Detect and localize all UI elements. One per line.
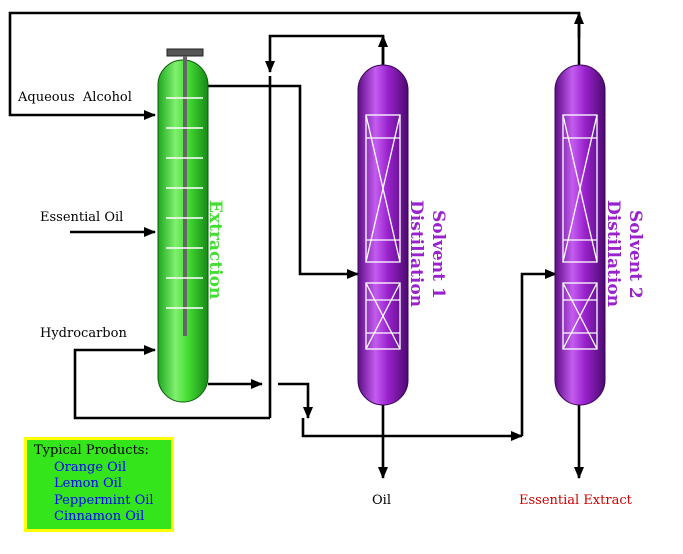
solvent1-column <box>357 64 409 406</box>
extraction-column <box>157 48 209 403</box>
solvent2-label-line2: Distillation <box>603 200 623 307</box>
products-title: Typical Products: <box>34 443 149 458</box>
extraction-trays <box>166 97 203 309</box>
solvent1-label-line2: Distillation <box>406 200 426 307</box>
product-item: Orange Oil <box>54 459 127 475</box>
product-item: Cinnamon Oil <box>54 509 145 524</box>
essential-oil-label: Essential Oil <box>40 210 123 225</box>
hydrocarbon-label: Hydrocarbon <box>40 326 127 341</box>
solvent2-column <box>554 64 606 406</box>
oil-output-label: Oil <box>372 493 391 508</box>
essential-extract-label: Essential Extract <box>519 493 633 508</box>
solvent2-label-line1: Solvent 2 <box>625 210 645 299</box>
stirrer-cap <box>166 48 204 57</box>
typical-products-box: Typical Products: Orange Oil Lemon Oil P… <box>24 437 174 532</box>
extract-to-solvent1 <box>208 84 359 279</box>
bottoms-transfer <box>301 418 523 441</box>
product-item: Peppermint Oil <box>54 492 154 508</box>
solvent2-feed <box>520 269 557 436</box>
solvent1-vapor-loop <box>265 34 385 73</box>
aqueous-alcohol-label: Aqueous Alcohol <box>17 90 132 105</box>
hydrocarbon-feed <box>73 345 270 420</box>
product-item: Lemon Oil <box>54 476 122 491</box>
extraction-label: Extraction <box>205 200 225 299</box>
raffinate-to-solvent2 <box>278 382 313 419</box>
solvent1-label-line1: Solvent 1 <box>428 210 448 299</box>
